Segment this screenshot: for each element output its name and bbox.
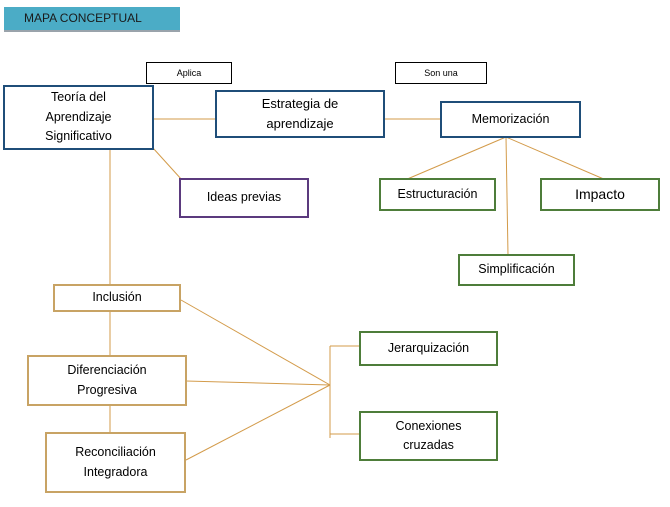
node-progressive-differentiation: Diferenciación Progresiva bbox=[27, 355, 187, 406]
connector-memorization-structuring bbox=[404, 136, 507, 181]
node-theory-significant-learning: Teoría del Aprendizaje Significativo bbox=[3, 85, 154, 150]
node-structuring: Estructuración bbox=[379, 178, 496, 211]
node-inclusion: Inclusión bbox=[53, 284, 181, 312]
connector-memorization-impact bbox=[505, 136, 607, 181]
connector-inclusion-hub bbox=[180, 299, 331, 386]
node-integrative-reconciliation: Reconciliación Integradora bbox=[45, 432, 186, 493]
node-hierarchization: Jerarquización bbox=[359, 331, 498, 366]
connector-theory-prior-ideas bbox=[152, 147, 183, 181]
link-label-applies: Aplica bbox=[146, 62, 232, 84]
node-impact: Impacto bbox=[540, 178, 660, 211]
connector-differentiation-hub bbox=[185, 380, 331, 386]
node-cross-connections: Conexiones cruzadas bbox=[359, 411, 498, 461]
connector-memorization-simplification bbox=[505, 136, 509, 256]
map-title-banner: MAPA CONCEPTUAL bbox=[4, 7, 180, 32]
node-simplification: Simplificación bbox=[458, 254, 575, 286]
node-prior-ideas: Ideas previas bbox=[179, 178, 309, 218]
connector-reconciliation-hub bbox=[185, 384, 331, 461]
node-learning-strategy: Estrategia de aprendizaje bbox=[215, 90, 385, 138]
map-title: MAPA CONCEPTUAL bbox=[24, 11, 142, 25]
node-memorization: Memorización bbox=[440, 101, 581, 138]
link-label-is-a: Son una bbox=[395, 62, 487, 84]
